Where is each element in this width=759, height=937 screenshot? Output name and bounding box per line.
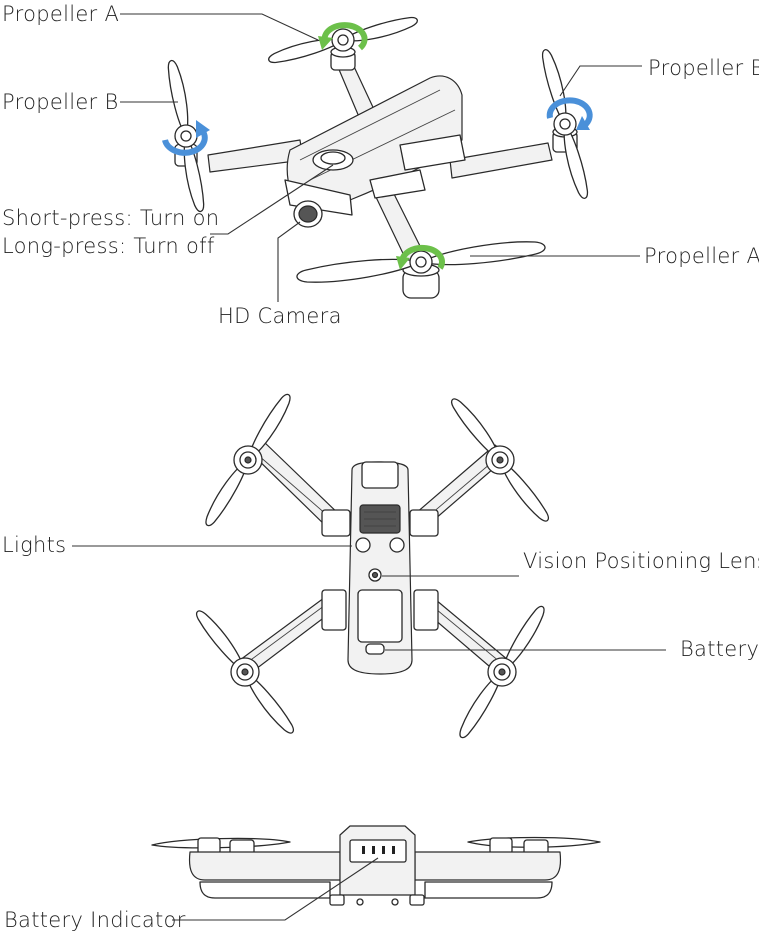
label-battery-indicator: Battery Indicator — [4, 908, 186, 932]
propeller-a-bottom — [296, 241, 546, 283]
label-propeller-a-top: Propeller A — [2, 2, 120, 26]
rotation-arrow-a-bottom — [396, 244, 445, 270]
propeller-side-left — [151, 837, 291, 849]
drone-perspective-view — [162, 15, 593, 299]
lights — [355, 537, 405, 553]
label-battery: Battery — [680, 637, 759, 661]
battery-indicator-leds — [362, 846, 395, 854]
label-power-short-press: Short-press: Turn on — [2, 206, 220, 230]
rotation-arrow-a-top — [318, 22, 368, 51]
battery-release — [365, 643, 385, 655]
label-hd-camera: HD Camera — [218, 304, 342, 328]
battery-compartment — [357, 589, 403, 643]
label-propeller-a-bottom: Propeller A — [644, 244, 759, 268]
arm-front-right — [449, 142, 553, 179]
rotation-arrow-b-left — [162, 120, 210, 156]
vision-positioning-lens — [368, 568, 382, 582]
drone-side-view — [151, 825, 601, 921]
drone-bottom-view — [72, 391, 666, 741]
label-propeller-b-right: Propeller B — [648, 56, 759, 80]
label-vision-positioning-lens: Vision Positioning Lens — [523, 549, 759, 573]
arm-side-right — [414, 851, 562, 881]
label-propeller-b-left: Propeller B — [2, 90, 119, 114]
rotation-arrow-b-right — [546, 97, 593, 130]
label-lights: Lights — [2, 533, 67, 557]
label-power-long-press: Long-press: Turn off — [2, 234, 215, 258]
hd-camera-lens — [293, 200, 323, 228]
leader-lines-top — [120, 13, 642, 302]
arm-side-left — [188, 851, 341, 881]
